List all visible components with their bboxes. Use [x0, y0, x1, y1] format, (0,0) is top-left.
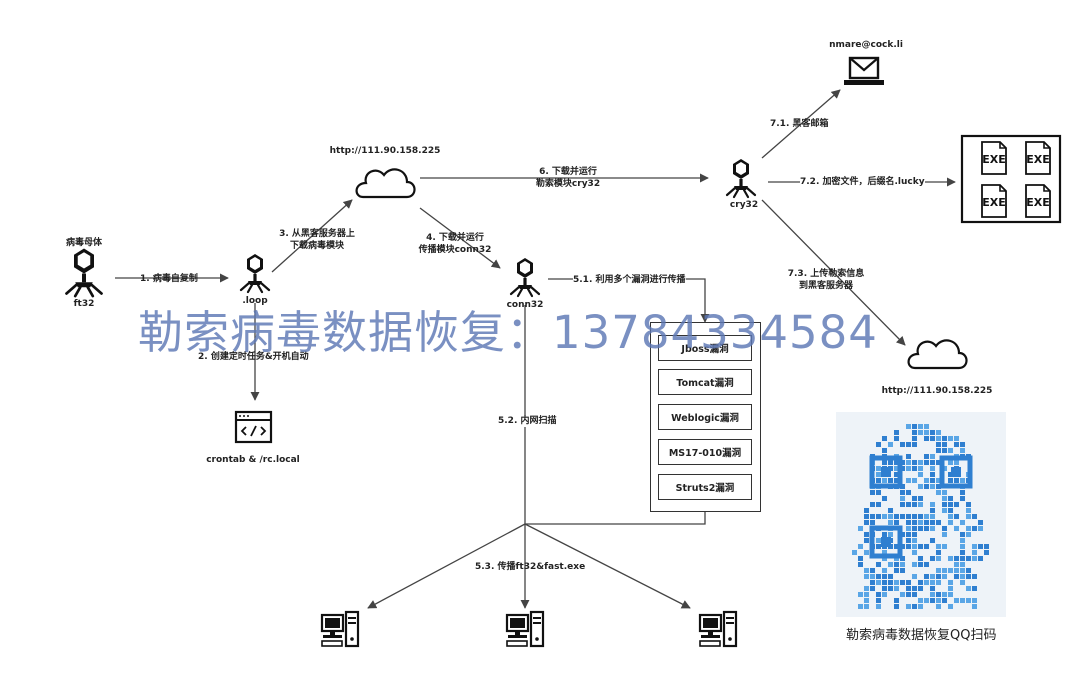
computer-left-icon	[320, 610, 360, 648]
virus-mother-label: 病毒母体	[65, 238, 103, 248]
edge-server-top-to-conn32	[419, 207, 501, 269]
edge-label-5-3: 5.3. 传播ft32&fast.exe	[475, 562, 586, 572]
edge-to-pc-left	[367, 523, 526, 609]
edge-label-7-1: 7.1. 黑客邮箱	[770, 119, 829, 129]
qq-qr-code[interactable]	[836, 412, 1006, 617]
crontab-label: crontab & /rc.local	[206, 455, 300, 465]
edge-label-5-2: 5.2. 内网扫描	[498, 416, 557, 427]
qr-caption: 勒索病毒数据恢复QQ扫码	[846, 628, 997, 643]
server-right-url: http://111.90.158.225	[881, 386, 993, 396]
edge-label-4-line2: 传播模块conn32	[418, 245, 492, 255]
conn32-label: conn32	[506, 300, 544, 310]
computer-center-icon	[505, 610, 545, 648]
server-top-url: http://111.90.158.225	[329, 146, 441, 156]
email-address: nmare@cock.li	[829, 40, 903, 50]
edge-label-3-line2: 下载病毒模块	[289, 241, 345, 251]
virus-loop-icon	[239, 252, 271, 294]
edge-label-3-line1: 3. 从黑客服务器上	[279, 229, 355, 239]
edge-label-2: 2. 创建定时任务&开机自动	[198, 352, 309, 362]
edge-label-6-line2: 勒索模块cry32	[535, 179, 601, 190]
edge-label-7-2: 7.2. 加密文件，后缀名.lucky	[800, 177, 925, 188]
vuln-jboss: Jboss漏洞	[658, 335, 752, 361]
exe-label-2: EXE	[1026, 153, 1050, 166]
vuln-weblogic: Weblogic漏洞	[658, 404, 752, 430]
cloud-server-right-icon	[907, 339, 968, 370]
loop-label: .loop	[242, 296, 268, 306]
edge-label-7-3-line2: 到黑客服务器	[798, 281, 854, 291]
vuln-tomcat: Tomcat漏洞	[658, 369, 752, 395]
cloud-server-top-icon	[355, 168, 416, 199]
edge-label-5-1: 5.1. 利用多个漏洞进行传播	[573, 275, 686, 286]
edge-label-6-line1: 6. 下载并运行	[539, 167, 597, 177]
computer-right-icon	[698, 610, 738, 648]
edge-cry32-to-server-right	[761, 199, 906, 346]
exe-label-4: EXE	[1026, 196, 1050, 209]
edge-label-1: 1. 病毒自复制	[140, 274, 198, 284]
vuln-struts2: Struts2漏洞	[658, 474, 752, 500]
virus-cry32-icon	[725, 157, 757, 199]
exe-label-3: EXE	[982, 196, 1006, 209]
recovery-watermark: 勒索病毒数据恢复：13784334584	[138, 306, 878, 359]
code-file-icon	[234, 410, 273, 444]
ft32-label: ft32	[73, 299, 95, 309]
connections	[115, 89, 956, 609]
edge-to-pc-right	[524, 523, 691, 609]
edge-label-7-3-line1: 7.3. 上传勒索信息	[787, 269, 865, 279]
edge-loop-to-server-top	[271, 199, 353, 273]
virus-ft32-icon	[65, 247, 103, 298]
edge-cry32-to-email	[761, 89, 841, 159]
email-icon	[844, 56, 884, 85]
virus-conn32-icon	[509, 256, 541, 298]
vuln-ms17-010: MS17-010漏洞	[658, 439, 752, 465]
exe-label-1: EXE	[982, 153, 1006, 166]
cry32-label: cry32	[729, 200, 759, 210]
edge-vulns-return	[525, 510, 706, 525]
edge-label-4-line1: 4. 下载并运行	[426, 233, 484, 243]
encrypted-files-group: EXE EXE EXE EXE	[960, 134, 1062, 224]
